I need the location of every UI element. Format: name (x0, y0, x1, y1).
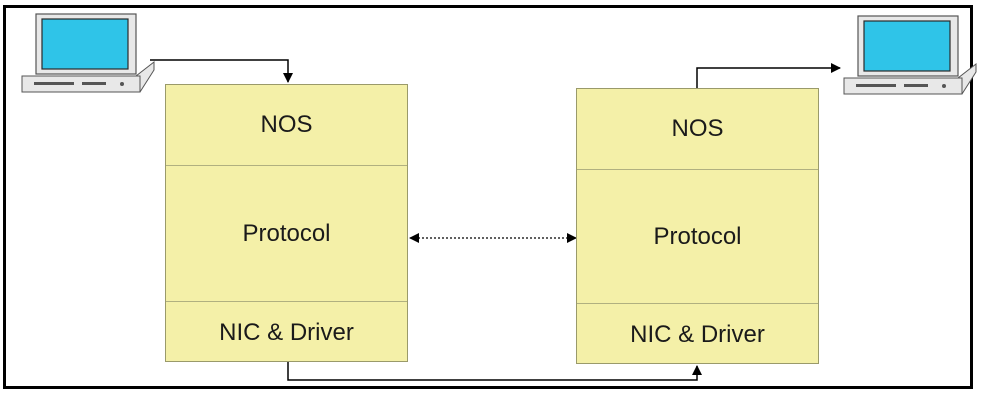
left-nic-driver-label: NIC & Driver (219, 319, 354, 346)
left-protocol-label: Protocol (242, 220, 331, 247)
right-nic-driver-layer: NIC & Driver (577, 303, 818, 366)
desktop-computer-icon (843, 15, 977, 95)
right-protocol-layer: Protocol (577, 169, 818, 304)
left-nos-label: NOS (260, 111, 313, 138)
nos-to-right-computer-arrow (696, 63, 841, 88)
diagram-frame (3, 5, 973, 389)
left-protocol-layer: Protocol (166, 165, 407, 302)
left-nos-layer: NOS (166, 85, 407, 165)
left-protocol-stack: NOS Protocol NIC & Driver (165, 84, 408, 362)
desktop-computer-icon (21, 13, 155, 93)
left-nic-driver-layer: NIC & Driver (166, 301, 407, 364)
nic-to-nic-arrow (287, 362, 702, 381)
left-computer-to-nos-arrow (150, 59, 293, 83)
right-nos-layer: NOS (577, 89, 818, 169)
right-nic-driver-label: NIC & Driver (630, 321, 765, 348)
right-protocol-stack: NOS Protocol NIC & Driver (576, 88, 819, 364)
right-protocol-label: Protocol (653, 223, 742, 250)
right-nos-label: NOS (671, 115, 724, 142)
